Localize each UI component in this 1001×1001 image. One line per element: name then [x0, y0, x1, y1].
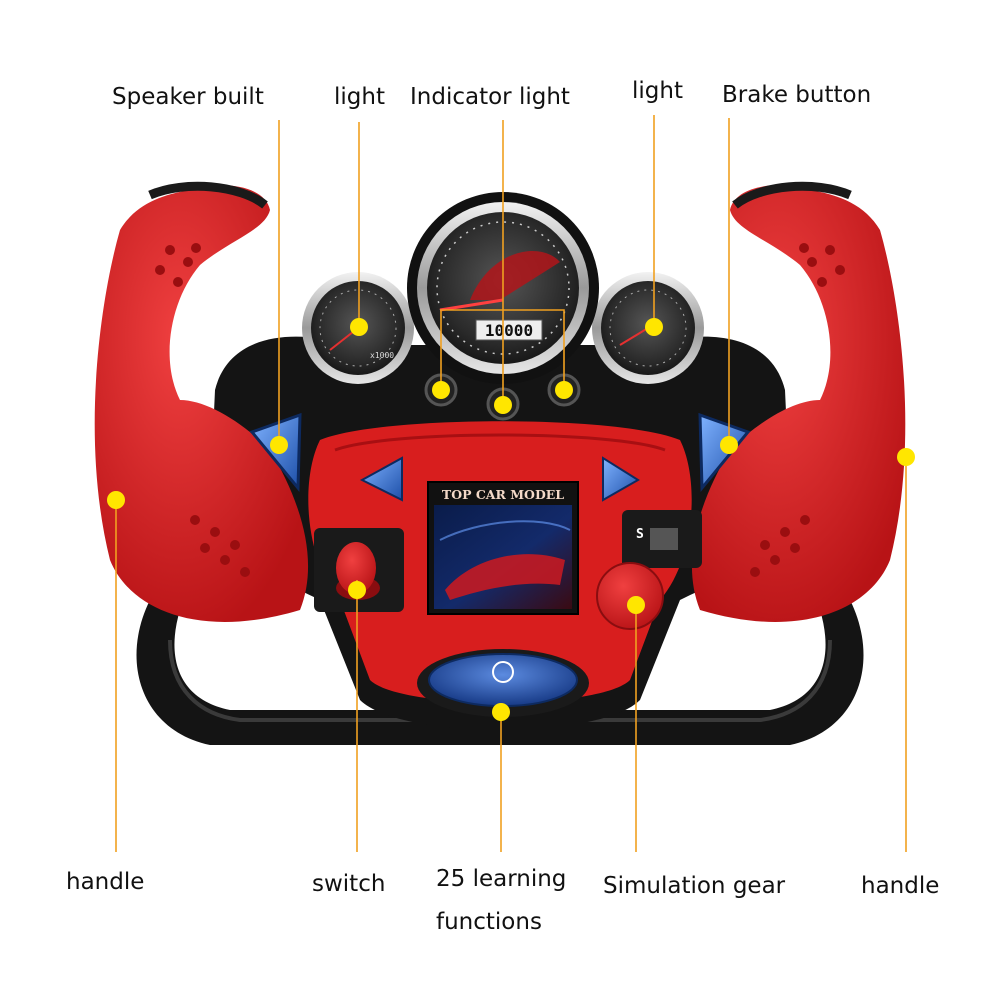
- label-indicator-light: Indicator light: [410, 84, 570, 110]
- right-handle[interactable]: [691, 181, 906, 622]
- label-switch: switch: [312, 871, 386, 897]
- marker-handle-left: [107, 491, 125, 509]
- marker-switch: [348, 581, 366, 599]
- marker-indicator-left: [432, 381, 450, 399]
- marker-light-right: [645, 318, 663, 336]
- marker-handle-right: [897, 448, 915, 466]
- triangle-button-right[interactable]: [602, 456, 640, 502]
- label-handle-right: handle: [861, 873, 940, 899]
- marker-gear: [627, 596, 645, 614]
- label-speaker-built: Speaker built: [112, 84, 264, 110]
- gear-letter: S: [636, 527, 644, 542]
- marker-indicator-center: [494, 396, 512, 414]
- label-simulation-gear: Simulation gear: [603, 873, 786, 899]
- marker-brake: [720, 436, 738, 454]
- marker-speaker: [270, 436, 288, 454]
- leader-indicator-branch: [440, 309, 565, 390]
- gear-selector[interactable]: S: [596, 510, 702, 630]
- label-learning-line2: functions: [436, 908, 542, 935]
- triangle-button-left[interactable]: [359, 456, 403, 502]
- label-handle-left: handle: [66, 869, 145, 895]
- small-gauge-unit: x1000: [370, 351, 394, 360]
- marker-learning: [492, 703, 510, 721]
- label-brake-button: Brake button: [722, 82, 872, 108]
- markers: [107, 318, 915, 721]
- switch-knob[interactable]: [314, 528, 404, 612]
- leader-lines: [115, 115, 907, 852]
- display-screen: TOP CAR MODEL: [427, 481, 579, 615]
- label-learning-line1: 25 learning: [436, 866, 567, 892]
- screen-title: TOP CAR MODEL: [442, 487, 564, 502]
- learning-oval-button[interactable]: [417, 649, 589, 717]
- label-learning-functions: 25 learning functions: [436, 858, 566, 943]
- label-light-left: light: [334, 84, 385, 110]
- left-handle[interactable]: [94, 181, 309, 622]
- marker-indicator-right: [555, 381, 573, 399]
- odometer-reading: 10000: [485, 321, 533, 340]
- marker-light-left: [350, 318, 368, 336]
- label-light-right: light: [632, 78, 683, 104]
